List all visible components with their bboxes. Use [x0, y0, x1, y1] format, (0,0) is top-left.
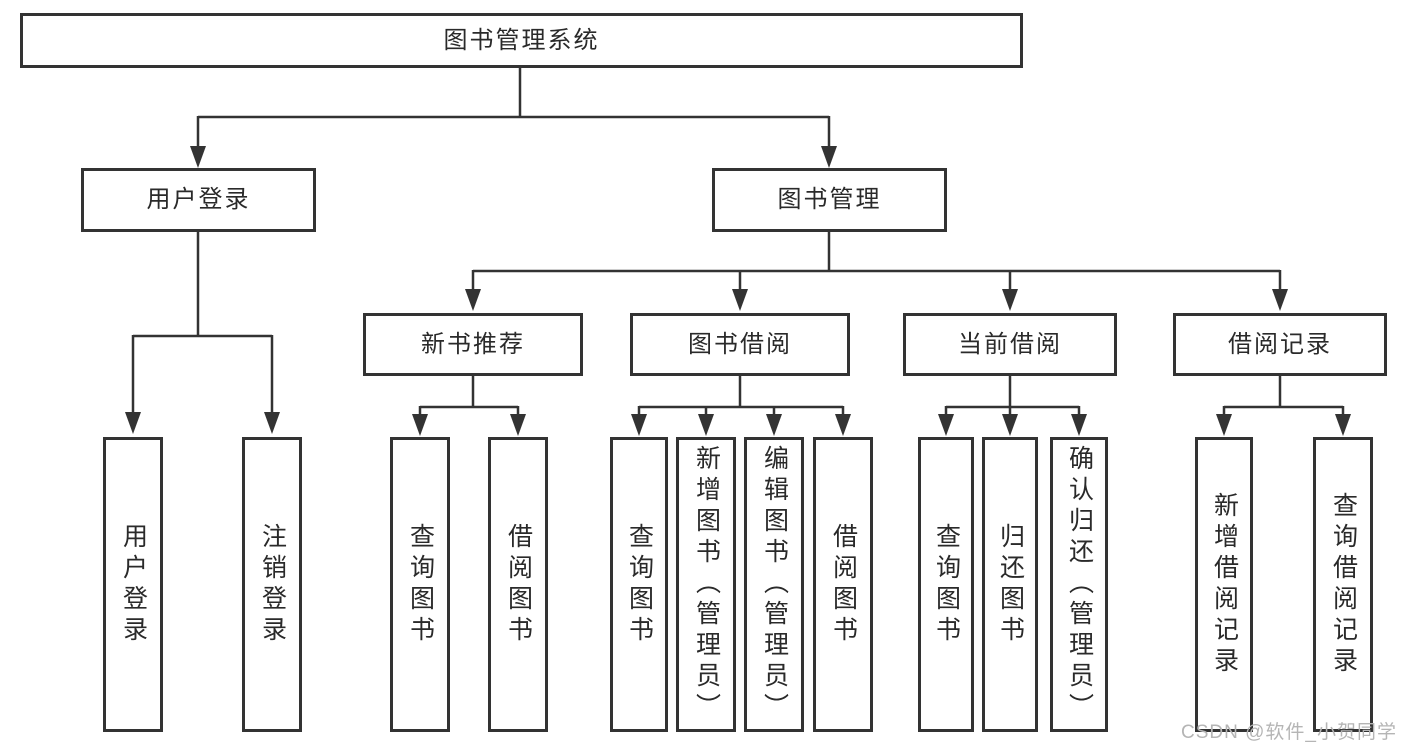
node-label: 查询借阅记录 [1329, 491, 1358, 678]
node-label: 注销登录 [258, 522, 287, 647]
leaf-borrow-book: 借阅图书 [813, 437, 873, 732]
node-label: 用户登录 [146, 186, 251, 213]
connector-book-borrow-to-leaves [631, 376, 851, 436]
node-label: 新增图书（管理员） [692, 445, 721, 724]
csdn-watermark: CSDN @软件_小贺同学 [1181, 722, 1397, 743]
leaf-confirm-return-admin: 确认归还（管理员） [1050, 437, 1108, 732]
connector-user-login-to-children [125, 232, 280, 434]
leaf-query-book: 查询图书 [610, 437, 668, 732]
node-label: 用户登录 [119, 522, 148, 647]
connector-root-to-level1 [190, 68, 837, 168]
node-label: 图书借阅 [688, 330, 792, 358]
connector-borrow-record-to-leaves [1216, 376, 1351, 436]
leaf-query-borrow-record: 查询借阅记录 [1313, 437, 1373, 732]
node-label: 确认归还（管理员） [1065, 445, 1094, 724]
leaf-borrow-book: 借阅图书 [488, 437, 548, 732]
node-book-borrow: 图书借阅 [630, 313, 850, 376]
node-current-borrow: 当前借阅 [903, 313, 1117, 376]
leaf-user-login: 用户登录 [103, 437, 163, 732]
node-label: 借阅图书 [504, 522, 533, 647]
node-book-management: 图书管理 [712, 168, 947, 232]
leaf-query-book: 查询图书 [918, 437, 974, 732]
leaf-return-book: 归还图书 [982, 437, 1038, 732]
leaf-add-book-admin: 新增图书（管理员） [676, 437, 736, 732]
node-label: 归还图书 [996, 522, 1025, 647]
leaf-query-book: 查询图书 [390, 437, 450, 732]
node-borrow-record: 借阅记录 [1173, 313, 1387, 376]
node-label: 图书管理系统 [443, 26, 600, 54]
connector-book-management-to-groups [465, 232, 1288, 311]
node-label: 当前借阅 [958, 330, 1062, 358]
node-label: 查询图书 [406, 522, 435, 647]
node-label: 图书管理 [777, 186, 882, 213]
node-label: 借阅记录 [1228, 330, 1332, 358]
leaf-edit-book-admin: 编辑图书（管理员） [744, 437, 804, 732]
connector-current-borrow-to-leaves [938, 376, 1087, 436]
node-label: 查询图书 [932, 522, 961, 647]
node-label: 新书推荐 [421, 330, 525, 358]
connector-new-book-to-leaves [412, 376, 526, 436]
leaf-add-borrow-record: 新增借阅记录 [1195, 437, 1253, 732]
node-system-root: 图书管理系统 [20, 13, 1023, 68]
node-label: 借阅图书 [829, 522, 858, 647]
node-new-book-recommend: 新书推荐 [363, 313, 583, 376]
node-label: 查询图书 [625, 522, 654, 647]
node-label: 新增借阅记录 [1210, 491, 1239, 678]
node-label: 编辑图书（管理员） [760, 445, 789, 724]
node-user-login: 用户登录 [81, 168, 316, 232]
leaf-logout: 注销登录 [242, 437, 302, 732]
